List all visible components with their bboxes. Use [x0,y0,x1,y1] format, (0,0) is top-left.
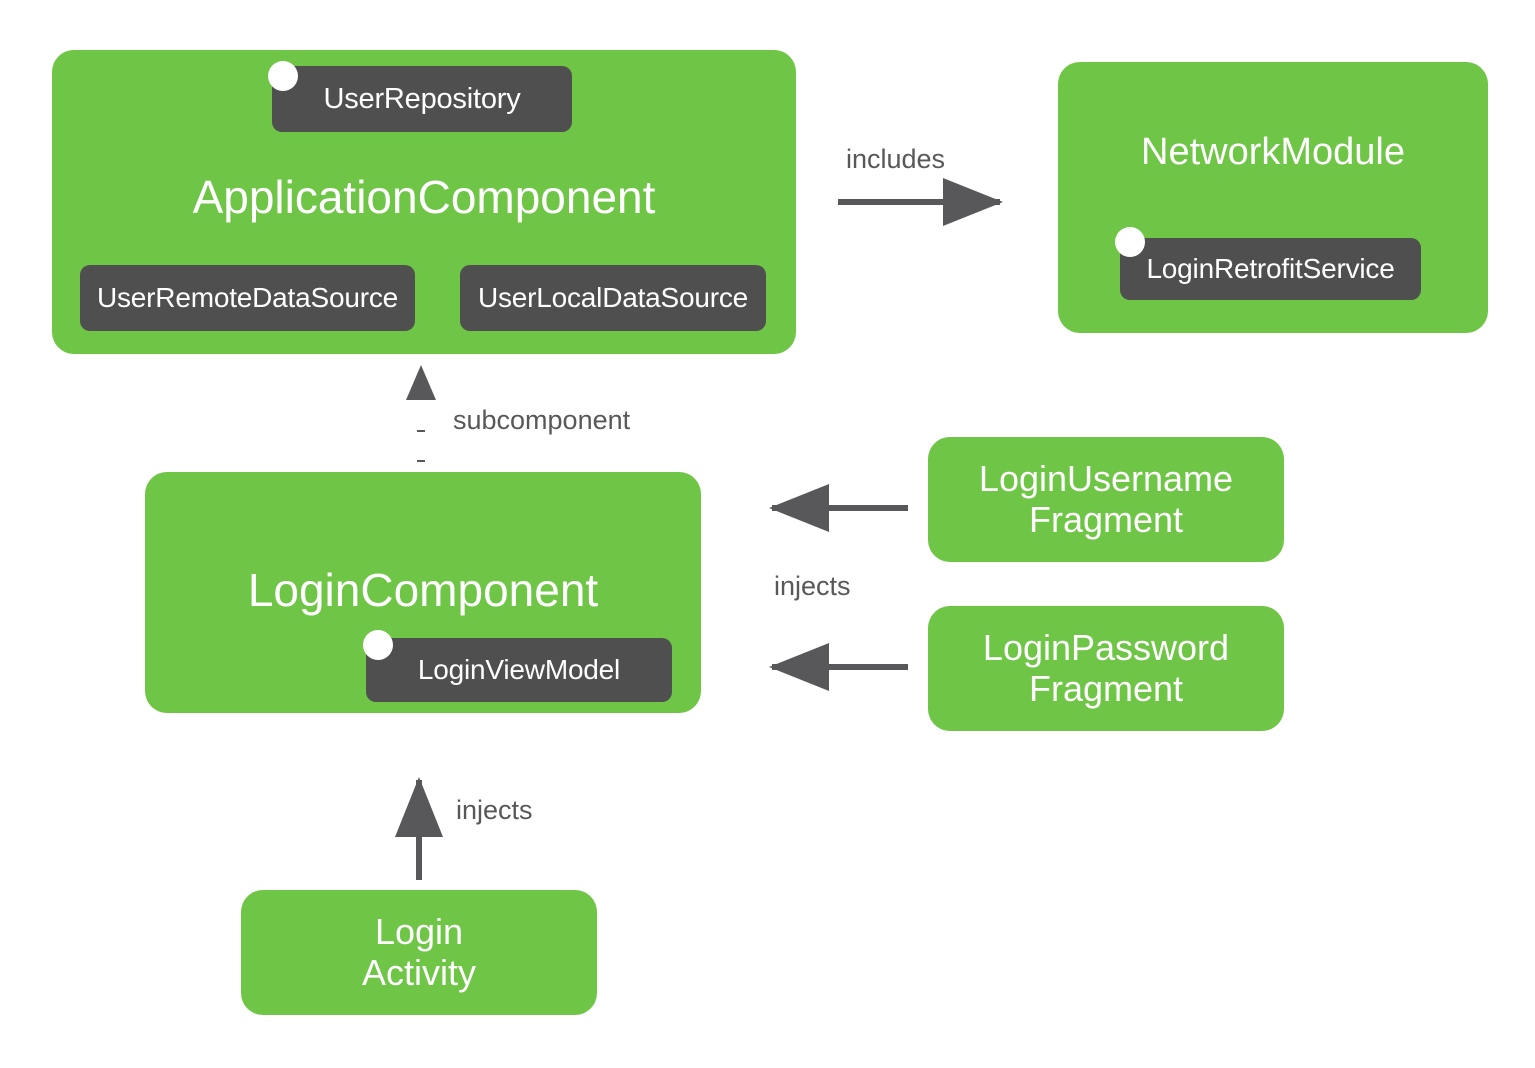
login-component-title: LoginComponent [247,564,599,616]
node-login-activity[interactable]: Login Activity [241,890,597,1015]
edge-label-subcomponent: subcomponent [453,405,631,435]
chip-user-remote-data-source[interactable]: UserRemoteDataSource [80,265,415,331]
edge-label-injects-fragments: injects [774,571,851,601]
provided-dependency-dot-user-repository [268,61,298,91]
node-login-password-fragment[interactable]: LoginPassword Fragment [928,606,1284,731]
edge-label-injects-activity: injects [456,795,533,825]
chip-login-retrofit-service[interactable]: LoginRetrofitService [1120,238,1421,300]
node-login-username-fragment[interactable]: LoginUsername Fragment [928,437,1284,562]
chip-login-view-model[interactable]: LoginViewModel [366,638,672,702]
edge-label-includes: includes [846,144,946,174]
provided-dependency-dot-login-retrofit-service [1115,227,1145,257]
application-component-title: ApplicationComponent [192,171,656,223]
network-module-title: NetworkModule [1141,131,1405,173]
chip-user-local-data-source[interactable]: UserLocalDataSource [460,265,766,331]
edge-subcomponent [406,365,436,462]
provided-dependency-dot-login-view-model [363,630,393,660]
chip-user-repository[interactable]: UserRepository [272,66,572,132]
